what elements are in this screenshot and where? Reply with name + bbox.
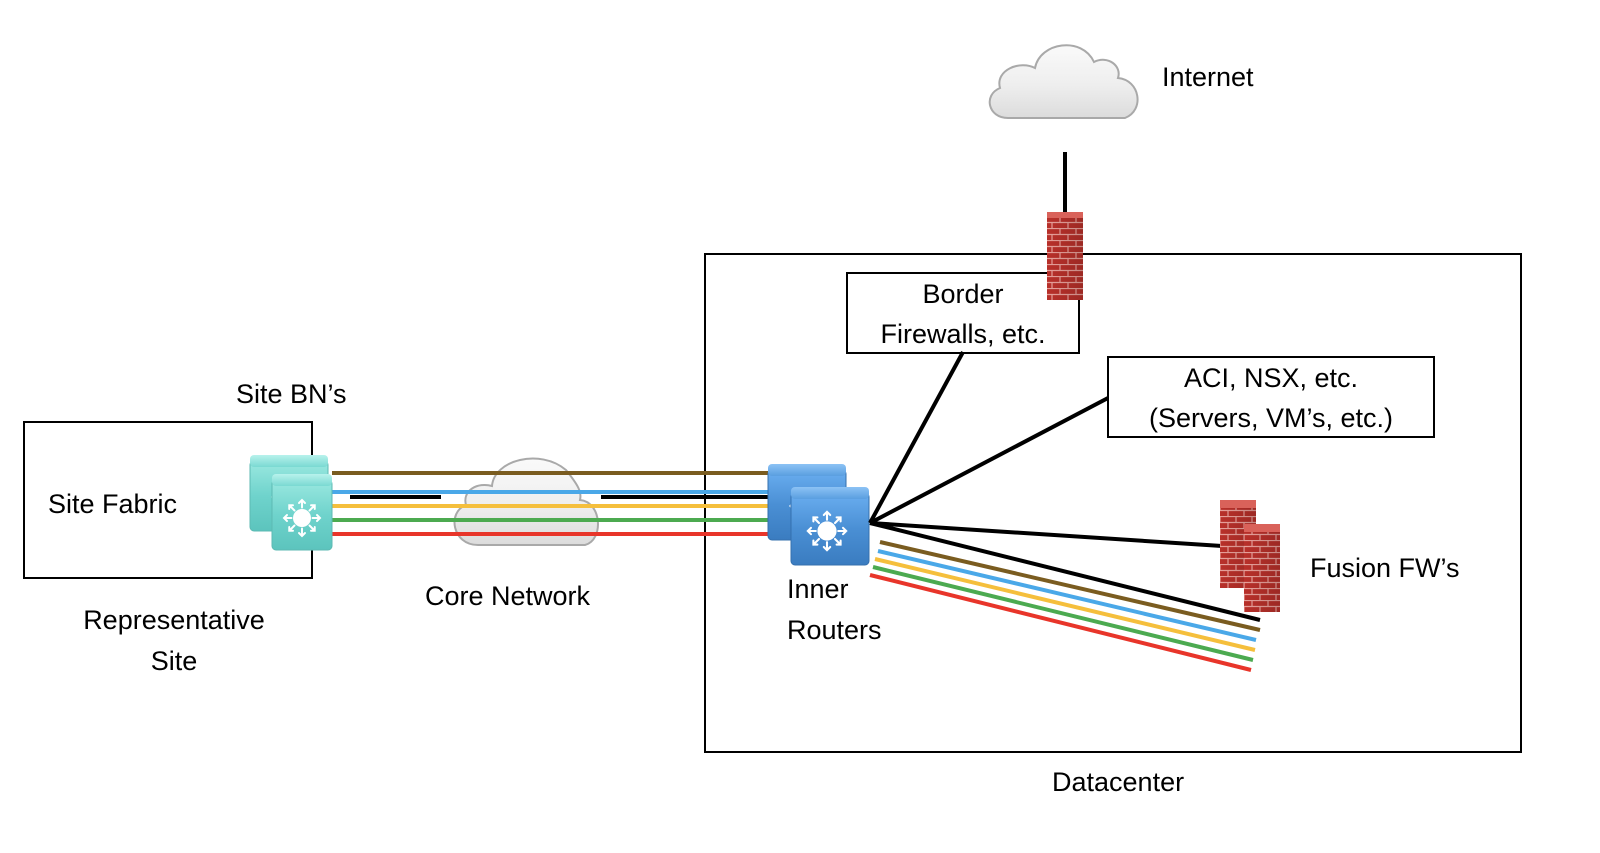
link-to-fusion-fw-2 xyxy=(869,521,1261,622)
transit-links xyxy=(332,471,795,536)
representative-site-label-line2: Site xyxy=(150,646,198,676)
aci-nsx-text-line2: (Servers, VM’s, etc.) xyxy=(1148,403,1394,433)
site-fabric-label: Site Fabric xyxy=(48,489,178,519)
link-to-aci-nsx xyxy=(869,396,1109,525)
border-firewall-icon xyxy=(1047,212,1083,300)
aci-nsx-text-line1: ACI, NSX, etc. xyxy=(1183,363,1359,393)
border-firewalls-text-line2: Firewalls, etc. xyxy=(880,319,1046,349)
core-network-label: Core Network xyxy=(425,581,591,611)
representative-site-label-line1: Representative xyxy=(83,605,265,635)
aci-nsx-box xyxy=(1107,356,1435,438)
inner-routers-label-line1: Inner xyxy=(787,574,849,604)
border-firewalls-text-line1: Border xyxy=(922,279,1004,309)
vn-link-fusion-blue xyxy=(877,549,1257,642)
site-bns-label: Site BN’s xyxy=(236,379,347,409)
vn-link-fusion-brown xyxy=(879,540,1261,632)
inner-routers-label-line2: Routers xyxy=(787,615,882,645)
site-border-node-front-icon xyxy=(271,474,333,551)
vn-link-fusion-red xyxy=(869,573,1252,672)
link-to-border-firewalls xyxy=(868,351,965,524)
vn-link-fusion-yellow xyxy=(874,557,1256,652)
fusion-firewall-front-icon xyxy=(1244,524,1280,612)
vn-link-fusion-green xyxy=(872,565,1254,662)
vn-links-to-fusion xyxy=(869,540,1261,672)
border-firewalls-box xyxy=(846,272,1080,354)
link-to-fusion-fw-1 xyxy=(869,521,1223,548)
inner-router-front-icon xyxy=(790,487,870,566)
fusion-fws-label: Fusion FW’s xyxy=(1310,553,1460,583)
datacenter-label: Datacenter xyxy=(1052,767,1185,797)
internet-label: Internet xyxy=(1162,62,1254,92)
internet-cloud-icon xyxy=(988,44,1139,119)
